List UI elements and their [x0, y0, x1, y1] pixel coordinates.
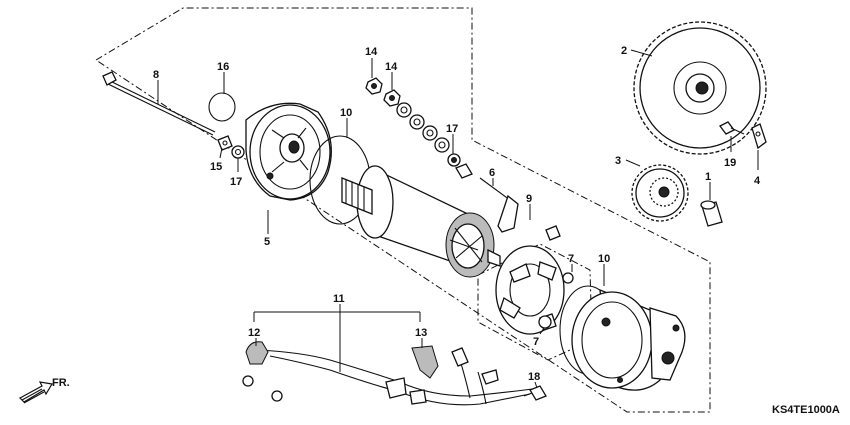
callout-12: 12: [248, 327, 260, 339]
small-bolt: [719, 121, 745, 135]
direction-label: FR.: [52, 377, 70, 389]
diagram-code: KS4TE1000A: [772, 404, 840, 416]
callout-16: 16: [217, 61, 229, 73]
mounting-bolt: [523, 385, 547, 401]
rear-cover: [571, 288, 686, 391]
lock-washer: [217, 135, 233, 151]
brush-holder: [495, 225, 565, 335]
callout-17-left: 17: [230, 176, 242, 188]
brush-spring-lower: [538, 315, 552, 329]
terminal-boot: [245, 341, 269, 365]
long-bolt: [102, 71, 216, 136]
terminal-cover: [411, 345, 439, 379]
callout-11: 11: [333, 293, 345, 305]
callout-14-lower: 14: [385, 61, 398, 73]
callout-18: 18: [528, 371, 540, 383]
callout-9: 9: [526, 193, 532, 205]
callout-3: 3: [615, 155, 621, 167]
idle-gear: [631, 164, 689, 222]
callout-19: 19: [724, 157, 736, 169]
callout-7-lower: 7: [533, 336, 539, 348]
terminal-bolt: [479, 177, 519, 233]
callout-6: 6: [489, 167, 495, 179]
front-direction-arrow: FR.: [19, 377, 70, 404]
leader-lines: [157, 49, 759, 389]
brush-spring-upper: [562, 272, 574, 284]
callout-13: 13: [415, 327, 427, 339]
callout-1: 1: [705, 171, 711, 183]
small-washer-left: [231, 145, 245, 159]
starter-cable: [242, 347, 541, 406]
starter-driven-gear: [633, 21, 767, 155]
callout-15: 15: [210, 161, 222, 173]
callout-10-rear: 10: [598, 253, 610, 265]
callout-8: 8: [153, 69, 159, 81]
callout-14-upper: 14: [365, 46, 378, 58]
callout-7-upper: 7: [568, 253, 574, 265]
armature: [341, 165, 501, 278]
o-ring: [208, 92, 236, 122]
callout-17-right: 17: [446, 123, 458, 135]
assembly-boundary-line: [95, 7, 711, 413]
callouts: 1 2 3 4 5 6 7 7 8 9 10 10 11 12 13 14 14…: [153, 45, 761, 383]
terminal-hardware-stack: [365, 77, 473, 179]
setting-clip: [751, 123, 767, 150]
callout-4: 4: [754, 175, 761, 187]
callout-5: 5: [264, 236, 270, 248]
callout-2: 2: [621, 45, 627, 57]
idle-gear-shaft: [700, 200, 723, 227]
callout-10-front: 10: [340, 107, 352, 119]
front-cover: [245, 102, 332, 201]
